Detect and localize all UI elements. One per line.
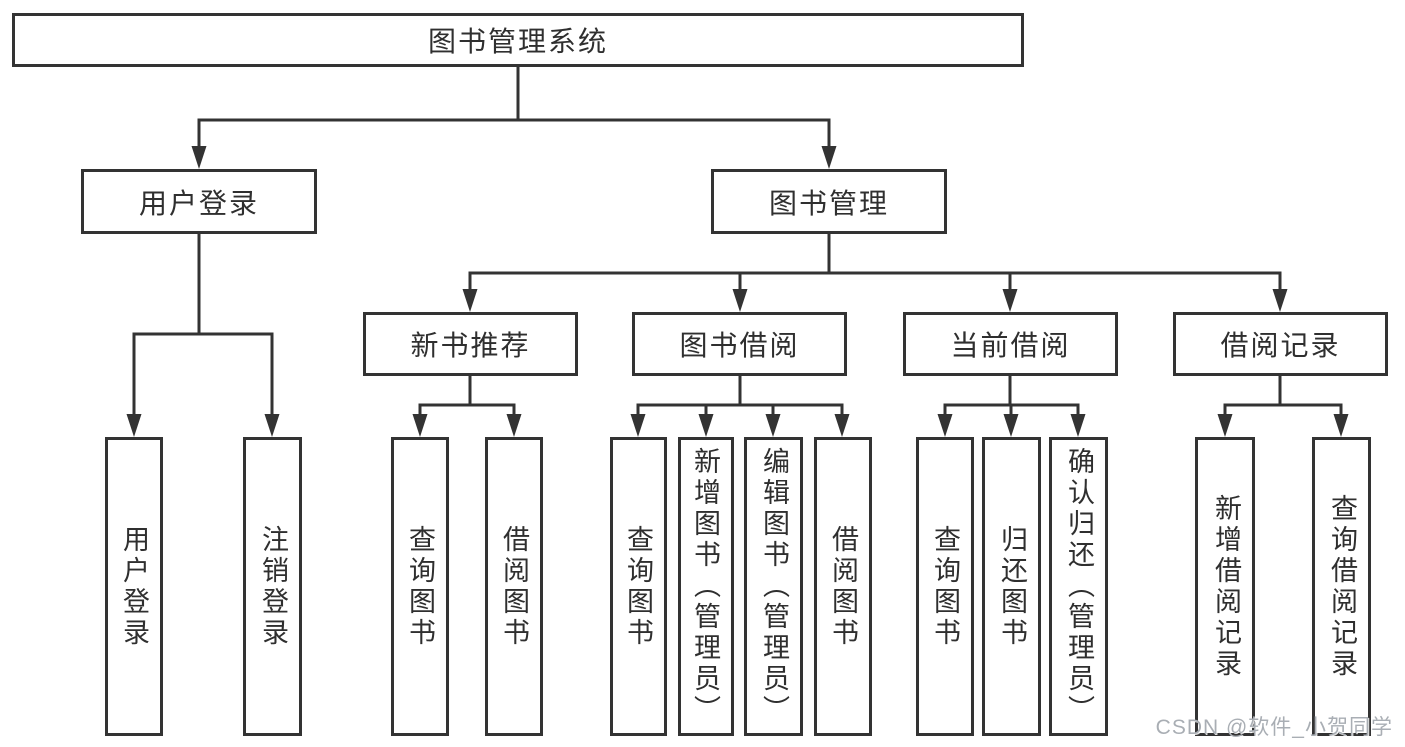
node-current-borrowing: 当前借阅 — [903, 312, 1118, 376]
leaf-logout-login: 注销登录 — [243, 437, 302, 736]
leaf-add-books-admin: 新增图书（管理员） — [678, 437, 734, 736]
node-borrowing-records: 借阅记录 — [1173, 312, 1388, 376]
leaf-edit-books-admin: 编辑图书（管理员） — [744, 437, 803, 736]
leaf-confirm-return-admin: 确认归还（管理员） — [1049, 437, 1108, 736]
leaf-query-books-3: 查询图书 — [916, 437, 974, 736]
leaf-query-books-2: 查询图书 — [610, 437, 667, 736]
node-new-book-recommendation: 新书推荐 — [363, 312, 578, 376]
connector-path — [132, 67, 1343, 416]
node-book-management: 图书管理 — [711, 169, 947, 234]
leaf-add-borrow-record: 新增借阅记录 — [1195, 437, 1255, 736]
csdn-watermark: CSDN @软件_小贺同学 — [1155, 716, 1393, 739]
node-user-login: 用户登录 — [81, 169, 317, 234]
leaf-return-books: 归还图书 — [982, 437, 1041, 736]
node-book-borrowing: 图书借阅 — [632, 312, 847, 376]
leaf-borrow-books-2: 借阅图书 — [814, 437, 872, 736]
arrowhead-glyphs — [126, 146, 1349, 437]
node-root: 图书管理系统 — [12, 13, 1024, 67]
leaf-query-books-1: 查询图书 — [391, 437, 449, 736]
leaf-query-borrow-record: 查询借阅记录 — [1312, 437, 1371, 736]
leaf-user-login: 用户登录 — [105, 437, 163, 736]
leaf-borrow-books-1: 借阅图书 — [485, 437, 543, 736]
